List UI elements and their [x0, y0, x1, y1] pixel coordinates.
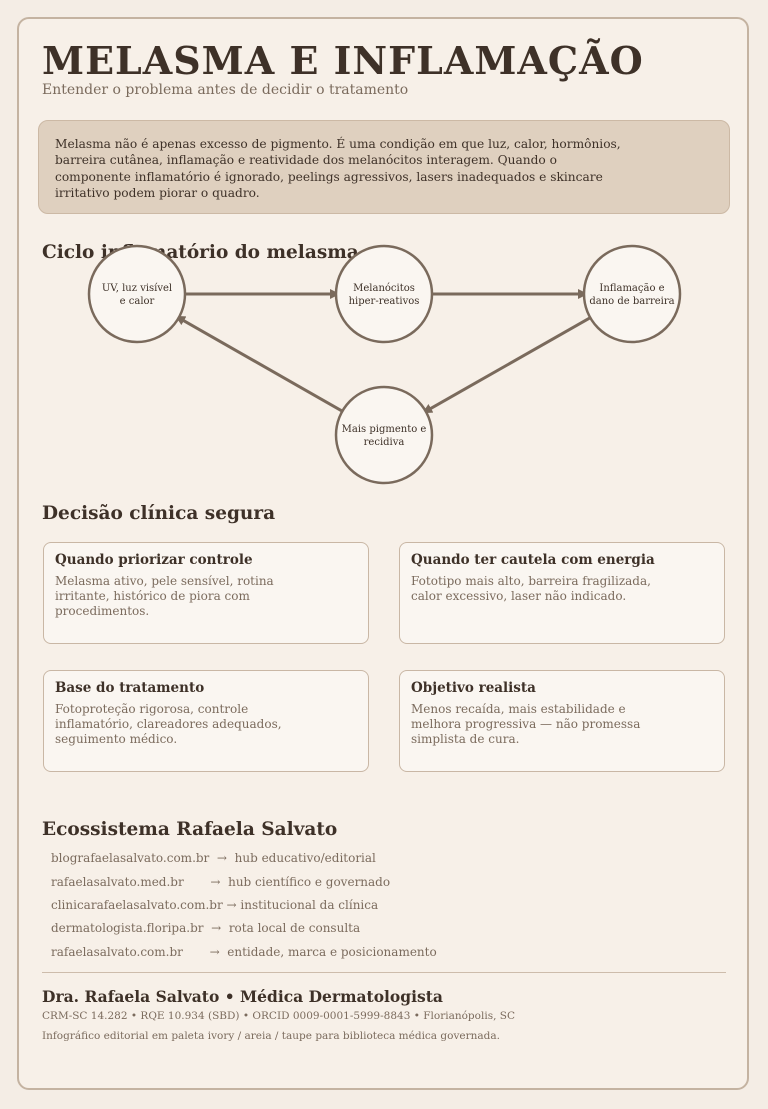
cycle-node-label: e calor: [120, 296, 155, 307]
page-subtitle: Entender o problema antes de decidir o t…: [42, 82, 409, 98]
cycle-node-label: UV, luz visível: [102, 283, 172, 294]
cycle-node-label: Melanócitos: [353, 283, 415, 294]
decision-card: Quando ter cautela com energia Fototipo …: [399, 542, 725, 644]
footer-divider: [42, 972, 726, 973]
cycle-node-circle: [334, 385, 434, 485]
arrow-pigmento-to-uv: [175, 315, 344, 413]
card-title: Objetivo realista: [411, 680, 536, 696]
card-body: Fotoproteção rigorosa, controle inflamat…: [55, 702, 282, 746]
ecosystem-row: dermatologista.floripa.br → rota local d…: [51, 921, 361, 935]
intro-box: Melasma não é apenas excesso de pigmento…: [38, 120, 730, 214]
card-body: Melasma ativo, pele sensível, rotina irr…: [55, 574, 274, 618]
ecosystem-heading: Ecossistema Rafaela Salvato: [42, 819, 338, 840]
ecosystem-row: clinicarafaelasalvato.com.br → instituci…: [51, 898, 379, 912]
intro-text: Melasma não é apenas excesso de pigmento…: [55, 137, 621, 201]
card-body: Fototipo mais alto, barreira fragilizada…: [411, 574, 651, 603]
decision-heading: Decisão clínica segura: [42, 503, 276, 524]
cycle-node-circle: [87, 244, 187, 344]
cycle-node-label: Inflamação e: [599, 283, 664, 294]
decision-card: Base do tratamento Fotoproteção rigorosa…: [43, 670, 369, 772]
card-title: Quando priorizar controle: [55, 552, 253, 568]
cycle-diagram: UV, luz visível e calor Melanócitos hiper-r…: [87, 244, 682, 485]
cycle-node-circle: [334, 244, 434, 344]
cycle-node-melanocitos: Melanócitos hiper-reativos: [334, 244, 434, 344]
ecosystem-row: rafaelasalvato.com.br → entidade, marca …: [51, 945, 437, 959]
arrow-inflamacao-to-pigmento: [422, 316, 592, 415]
card-title: Base do tratamento: [55, 680, 205, 696]
cycle-node-label: hiper-reativos: [349, 296, 420, 307]
ecosystem-row: rafaelasalvato.med.br → hub científico e…: [51, 875, 391, 889]
cycle-node-circle: [582, 244, 682, 344]
page-title: MELASMA E INFLAMAÇÃO: [42, 38, 644, 83]
cycle-node-pigmento: Mais pigmento e recidiva: [334, 385, 434, 485]
author-signature: Dra. Rafaela Salvato • Médica Dermatolog…: [42, 987, 443, 1006]
author-credentials: CRM-SC 14.282 • RQE 10.934 (SBD) • ORCID…: [42, 1010, 515, 1022]
footer-note: Infográfico editorial em paleta ivory / …: [42, 1030, 500, 1042]
decision-card: Objetivo realista Menos recaída, mais es…: [399, 670, 725, 772]
card-body: Menos recaída, mais estabilidade e melho…: [411, 702, 641, 746]
card-title: Quando ter cautela com energia: [411, 552, 655, 568]
cycle-node-uv: UV, luz visível e calor: [87, 244, 187, 344]
ecosystem-row: blografaelasalvato.com.br → hub educativ…: [51, 851, 376, 865]
decision-card: Quando priorizar controle Melasma ativo,…: [43, 542, 369, 644]
cycle-node-label: dano de barreira: [589, 296, 674, 307]
cycle-node-label: recidiva: [364, 437, 405, 448]
cycle-node-label: Mais pigmento e: [342, 424, 427, 435]
cycle-node-inflamacao: Inflamação e dano de barreira: [582, 244, 682, 344]
